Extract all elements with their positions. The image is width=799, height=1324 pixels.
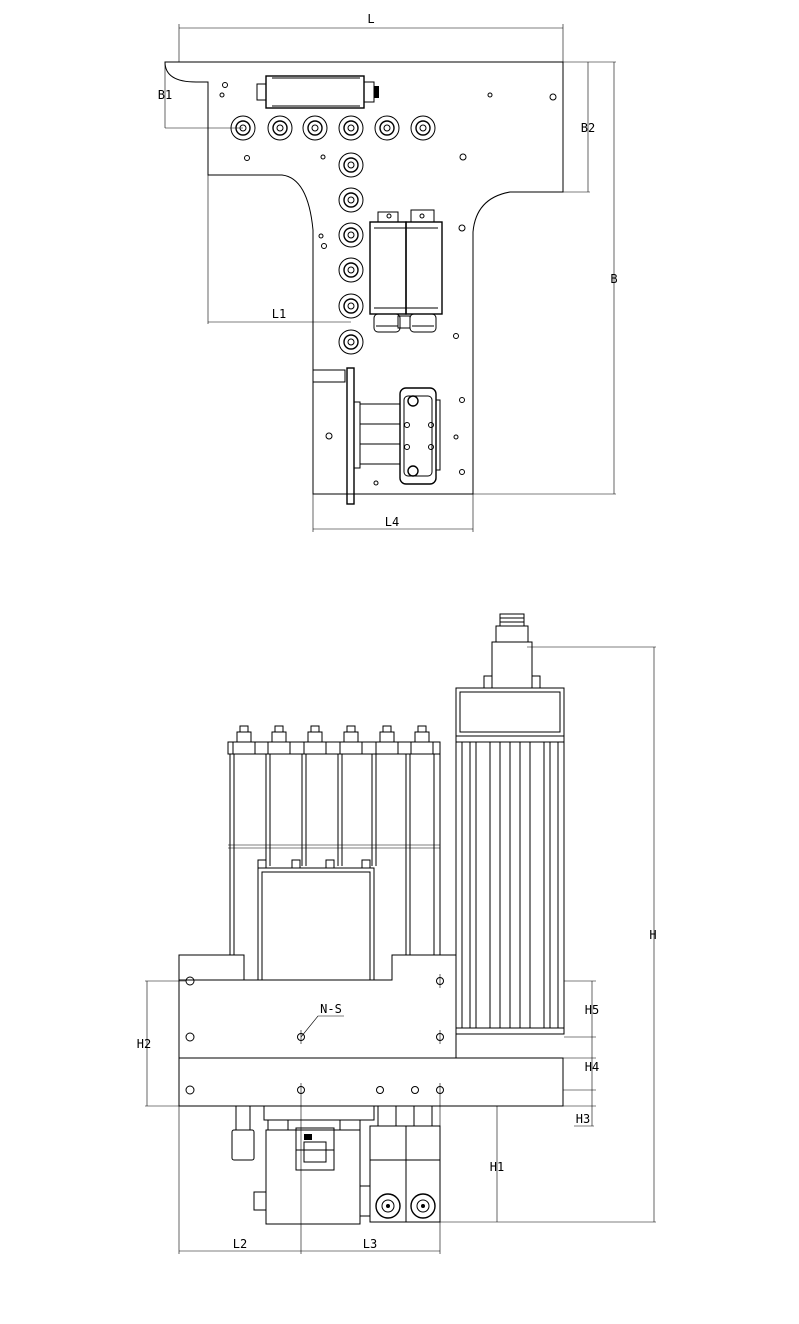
nozzle-row-6 (410, 115, 436, 141)
dim-H-label: H (649, 928, 656, 942)
nozzle-col-2 (338, 187, 364, 213)
nozzle-col-1 (338, 152, 364, 178)
nozzle-col-4 (338, 257, 364, 283)
dim-H3-label: H3 (576, 1112, 590, 1126)
nozzle-row (230, 115, 436, 141)
nozzle-head-5 (375, 725, 399, 755)
bottom-valve-assembly (231, 1105, 441, 1225)
dim-L3: L3 (301, 1097, 441, 1254)
dim-L4-label: L4 (385, 515, 399, 529)
nozzle-row-1 (230, 115, 256, 141)
nozzle-heads-front (232, 725, 434, 755)
top-view-outline (164, 61, 564, 495)
ns-leader: N-S (300, 1002, 344, 1038)
nozzle-head-2 (267, 725, 291, 755)
dim-L3-label: L3 (363, 1237, 377, 1251)
dim-L2-label: L2 (233, 1237, 247, 1251)
dim-B1-label: B1 (158, 88, 172, 102)
dim-H: H (440, 646, 657, 1223)
dim-H2: H2 (137, 980, 186, 1107)
nozzle-col-3 (338, 222, 364, 248)
dim-H2-label: H2 (137, 1037, 151, 1051)
dim-H4-label: H4 (585, 1060, 599, 1074)
nozzle-row-2 (267, 115, 293, 141)
front-view: H (137, 613, 657, 1254)
nozzle-head-3 (303, 725, 327, 755)
dim-B1: B1 (158, 62, 243, 129)
dim-L4: L4 (312, 494, 474, 532)
top-view: L B1 B2 B L1 (158, 12, 618, 532)
dim-B: B (473, 61, 618, 495)
nozzle-row-5 (374, 115, 400, 141)
main-plate (178, 954, 564, 1107)
nozzle-head-6 (410, 725, 434, 755)
dim-B2: B2 (563, 61, 595, 193)
dim-L1: L1 (207, 175, 351, 324)
ns-label: N-S (320, 1002, 342, 1016)
tank-body (257, 859, 375, 981)
dim-L-label: L (367, 12, 374, 26)
top-valve-block (256, 75, 379, 109)
dim-L1-label: L1 (272, 307, 286, 321)
dim-L: L (178, 12, 564, 62)
dim-H5: H5 (564, 980, 599, 1038)
nozzle-row-3 (302, 115, 328, 141)
nozzle-head-4 (339, 725, 363, 755)
dim-B2-label: B2 (581, 121, 595, 135)
electric-cylinder (455, 613, 565, 1035)
nozzle-row-4 (338, 115, 364, 141)
dim-H1: H1 (490, 1106, 504, 1222)
nozzle-column (338, 152, 364, 355)
dim-H4: H4 (563, 1037, 599, 1091)
dim-H1-label: H1 (490, 1160, 504, 1174)
cylinder-assembly-top (313, 367, 441, 505)
mounting-holes-top (219, 82, 557, 486)
cylinder-frame (227, 741, 441, 955)
solenoid-valves-top (369, 209, 443, 333)
nozzle-col-6 (338, 329, 364, 355)
dim-H5-label: H5 (585, 1003, 599, 1017)
dim-H3: H3 (563, 1090, 596, 1127)
dim-B-label: B (610, 272, 617, 286)
nozzle-col-5 (338, 293, 364, 319)
nozzle-head-1 (232, 725, 256, 755)
dim-L2: L2 (178, 1097, 302, 1254)
